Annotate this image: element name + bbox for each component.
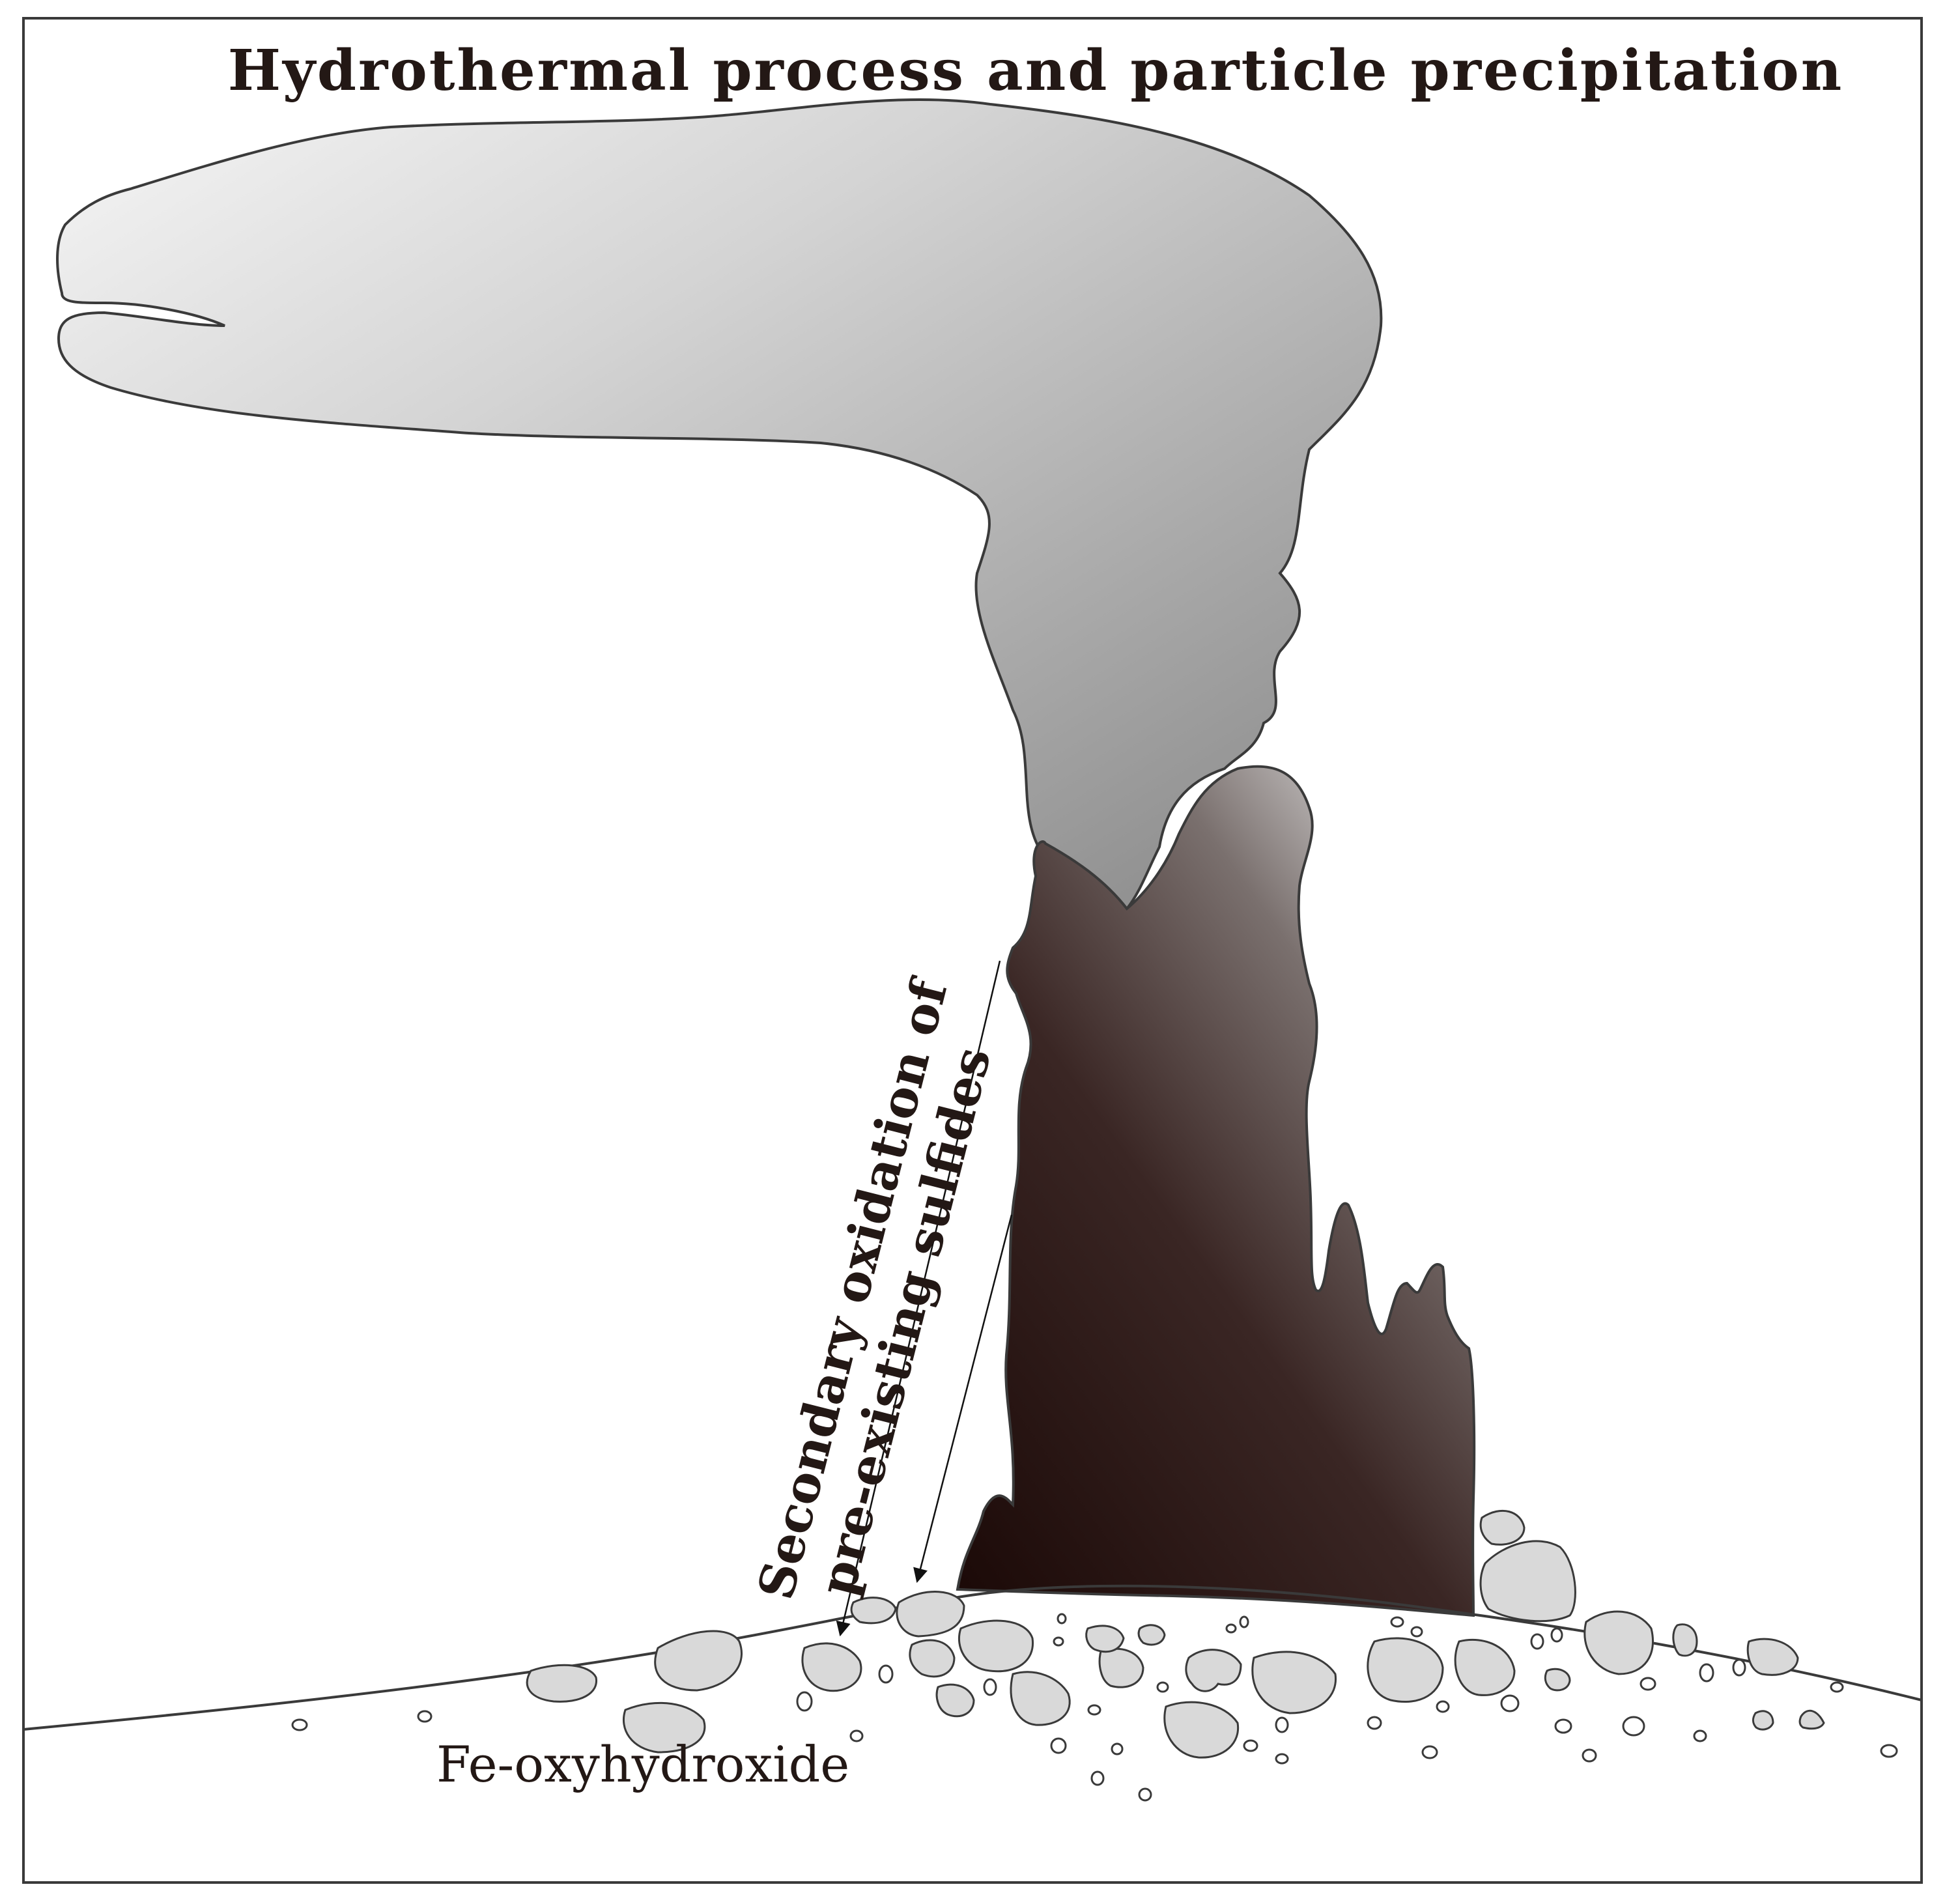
sulfide-chimney (956, 765, 1476, 1617)
sediment-pebbles (526, 1509, 1825, 1759)
small-particles (291, 1613, 1898, 1802)
oxidation-arrow-left (836, 960, 1001, 1637)
fe-oxyhydroxide-label: Fe-oxyhydroxide (436, 1735, 849, 1793)
oxidation-arrow-right (913, 1214, 1013, 1584)
diagram-title: Hydrothermal process and particle precip… (228, 38, 1844, 104)
